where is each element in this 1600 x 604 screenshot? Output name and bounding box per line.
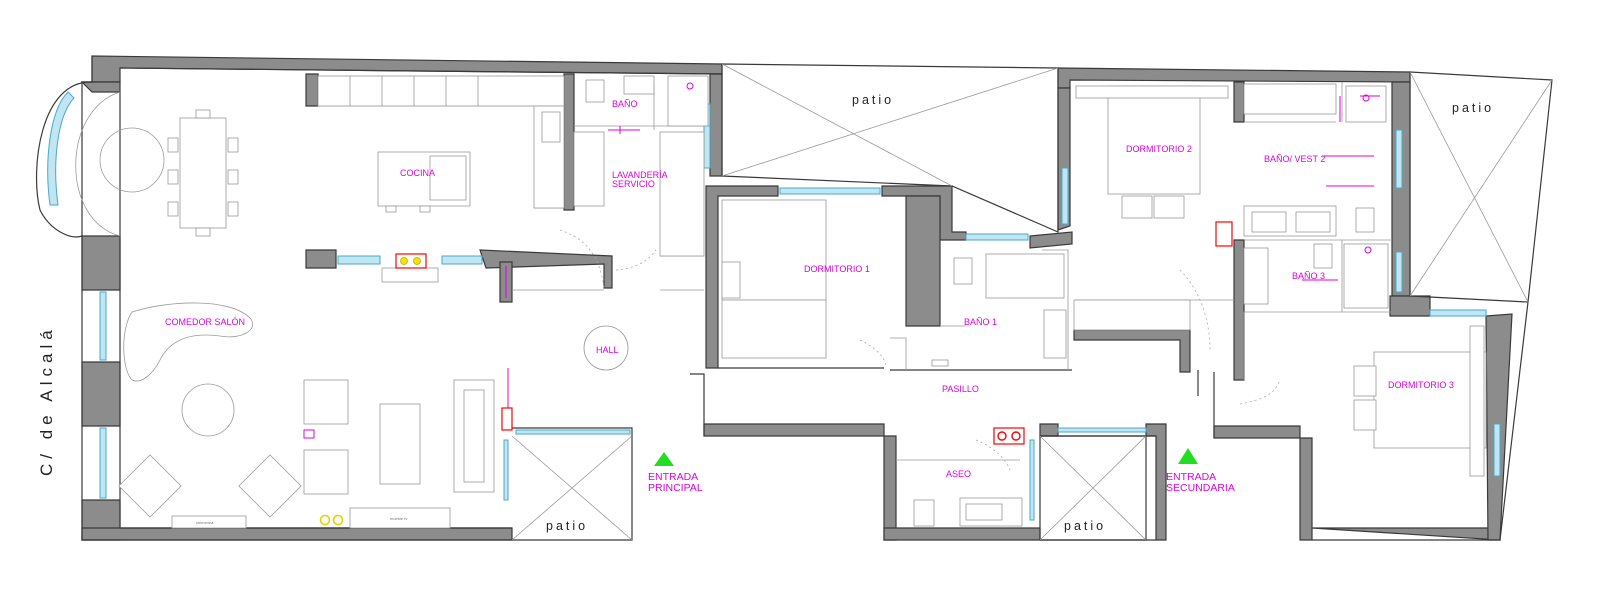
label-patio-top-right: patio xyxy=(1452,101,1494,115)
entrance-labels: ENTRADA PRINCIPAL ENTRADA SECUNDARIA xyxy=(648,471,1235,494)
label-bano-1: BAÑO 1 xyxy=(964,317,997,327)
label-bano-vest-2: BAÑO/ VEST 2 xyxy=(1264,154,1325,164)
walls xyxy=(80,55,1513,541)
radiator-icon xyxy=(501,407,513,431)
label-entrada-secundaria-line2: SECUNDARIA xyxy=(1166,482,1235,494)
label-bano: BAÑO xyxy=(612,99,638,109)
label-bano-3: BAÑO 3 xyxy=(1292,271,1325,281)
label-entrada-secundaria-line1: ENTRADA xyxy=(1166,471,1216,483)
fixtures xyxy=(303,82,1380,439)
label-patio-bottom-left: patio xyxy=(546,519,588,533)
label-chimenea: chimenea xyxy=(196,520,214,525)
label-dormitorio-1: DORMITORIO 1 xyxy=(804,264,870,274)
label-patio-top-center: patio xyxy=(852,93,894,107)
label-mueble-tv: mueble tv xyxy=(390,516,407,521)
patio-labels: patio patio patio patio xyxy=(546,93,1494,533)
light-icon xyxy=(319,514,331,526)
label-hall: HALL xyxy=(596,345,619,355)
entrance-principal-marker-icon xyxy=(654,452,674,466)
entrance-secundaria-marker-icon xyxy=(1178,448,1198,464)
label-comedor-salon: COMEDOR SALÓN xyxy=(165,317,245,327)
windows xyxy=(99,103,1501,521)
label-dormitorio-2: DORMITORIO 2 xyxy=(1126,144,1192,154)
label-entrada-principal-line1: ENTRADA xyxy=(648,471,698,483)
door-swings xyxy=(559,229,1281,471)
label-lavanderia-line1: LAVANDERÍA xyxy=(612,170,668,180)
furniture xyxy=(118,75,1487,529)
room-labels: COMEDOR SALÓN COCINA BAÑO LAVANDERÍA SER… xyxy=(165,99,1454,479)
heating-and-lighting xyxy=(319,221,1233,526)
patio-areas xyxy=(511,63,1553,541)
label-aseo: ASEO xyxy=(946,469,971,479)
label-lavanderia-line2: SERVICIO xyxy=(612,179,655,189)
radiator-icon xyxy=(1215,221,1233,247)
label-cocina: COCINA xyxy=(400,168,435,178)
label-pasillo: PASILLO xyxy=(942,384,979,394)
street-name: C/ de Alcalá xyxy=(37,325,56,476)
electric-panel-icon xyxy=(303,429,315,439)
label-patio-bottom-center: patio xyxy=(1064,519,1106,533)
label-dormitorio-3: DORMITORIO 3 xyxy=(1388,380,1454,390)
bay-window xyxy=(35,81,165,238)
light-icon xyxy=(332,514,344,526)
label-entrada-principal-line2: PRINCIPAL xyxy=(648,482,703,494)
